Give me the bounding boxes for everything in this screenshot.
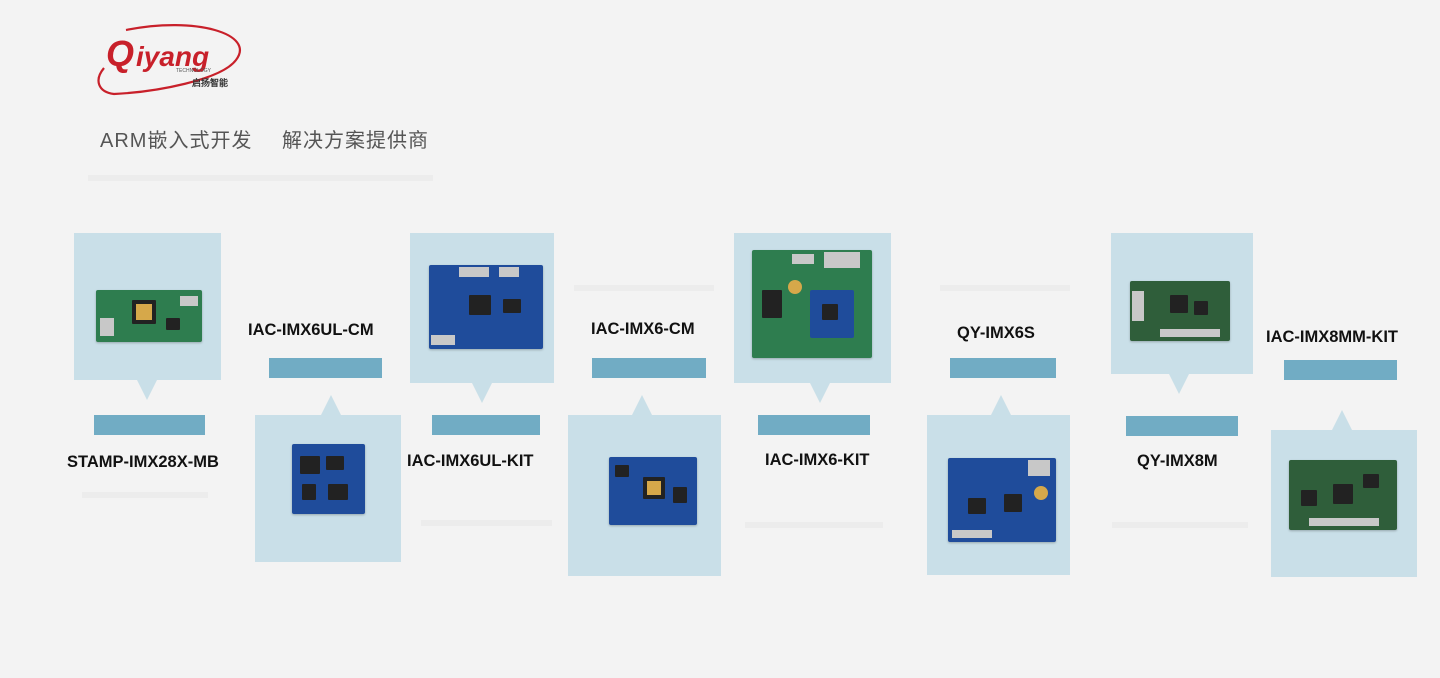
product-image-card[interactable]	[74, 233, 221, 400]
card-pointer	[137, 380, 157, 400]
product-bar	[758, 415, 870, 435]
card-pointer	[472, 383, 492, 403]
product-image-card[interactable]	[255, 395, 401, 562]
svg-text:Q: Q	[106, 33, 134, 74]
product-name[interactable]: IAC-IMX8MM-KIT	[1266, 328, 1398, 346]
product-bar	[269, 358, 382, 378]
product-bar	[1126, 416, 1238, 436]
product-bar	[432, 415, 540, 435]
product-image-card[interactable]	[734, 233, 891, 403]
product-image-card[interactable]	[1111, 233, 1253, 394]
product-bar	[94, 415, 205, 435]
product-bar	[950, 358, 1056, 378]
shadow-line	[745, 522, 883, 528]
tagline-underline	[88, 175, 433, 181]
board-image	[752, 250, 872, 358]
product-bar	[1284, 360, 1397, 380]
board-image	[96, 290, 202, 342]
card-pointer	[1169, 374, 1189, 394]
qiyang-logo[interactable]: Q iyang TECHNOLOGY 启扬智能	[96, 22, 246, 100]
card-pointer	[1332, 410, 1352, 430]
product-name[interactable]: IAC-IMX6-KIT	[765, 451, 870, 469]
board-image	[429, 265, 543, 349]
board-image	[1130, 281, 1230, 341]
svg-text:启扬智能: 启扬智能	[192, 77, 228, 89]
shadow-line	[574, 285, 714, 291]
product-name[interactable]: IAC-IMX6UL-KIT	[407, 452, 534, 470]
product-name[interactable]: IAC-IMX6-CM	[591, 320, 695, 338]
shadow-line	[1112, 522, 1248, 528]
board-image	[1289, 460, 1397, 530]
shadow-line	[940, 285, 1070, 291]
card-pointer	[991, 395, 1011, 415]
product-image-card[interactable]	[410, 233, 554, 403]
board-image	[292, 444, 365, 514]
shadow-line	[82, 492, 208, 498]
shadow-line	[421, 520, 552, 526]
board-image	[609, 457, 697, 525]
svg-text:TECHNOLOGY: TECHNOLOGY	[176, 68, 212, 74]
svg-text:iyang: iyang	[136, 41, 209, 72]
card-pointer	[632, 395, 652, 415]
product-name[interactable]: QY-IMX6S	[957, 324, 1035, 342]
product-name[interactable]: STAMP-IMX28X-MB	[67, 453, 219, 471]
product-name[interactable]: IAC-IMX6UL-CM	[248, 321, 374, 339]
product-bar	[592, 358, 706, 378]
card-pointer	[810, 383, 830, 403]
board-image	[948, 458, 1056, 542]
product-image-card[interactable]	[568, 395, 721, 576]
tagline-part2: 解决方案提供商	[282, 130, 429, 152]
tagline-part1: ARM嵌入式开发	[100, 130, 253, 152]
product-image-card[interactable]	[927, 395, 1070, 575]
product-name[interactable]: QY-IMX8M	[1137, 452, 1218, 470]
product-image-card[interactable]	[1271, 410, 1417, 577]
card-pointer	[321, 395, 341, 415]
